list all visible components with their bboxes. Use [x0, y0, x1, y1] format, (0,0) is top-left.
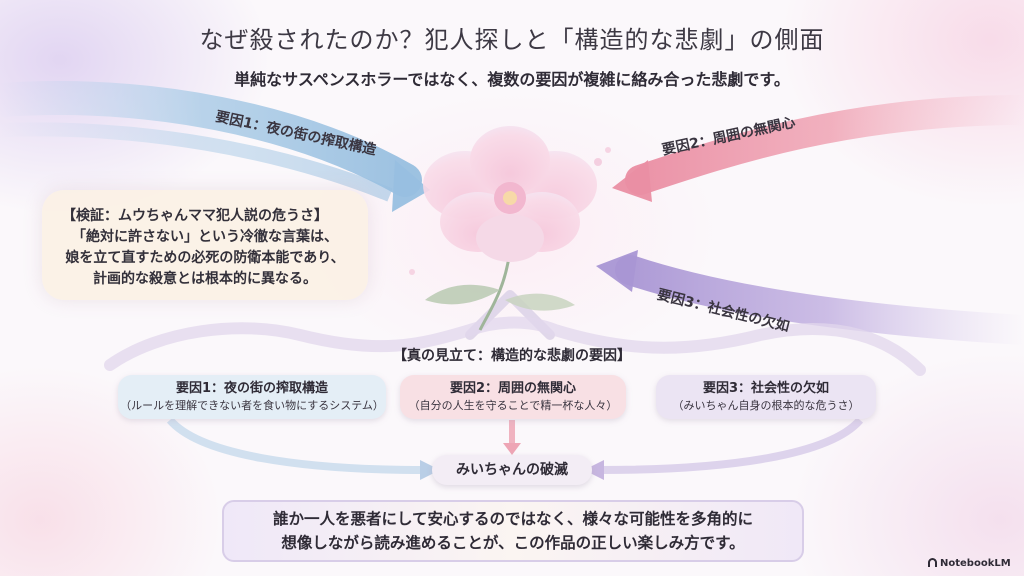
- notebooklm-logo-icon: [928, 558, 937, 567]
- factor-description: （自分の人生を守ることで精一杯な人々）: [408, 399, 618, 412]
- factor-box-3: 要因3：社会性の欠如 （みいちゃん自身の根本的な危うさ）: [656, 375, 876, 419]
- page-subtitle: 単純なサスペンスホラーではなく、複数の要因が複雑に絡み合った悲劇です。: [234, 70, 790, 89]
- verification-note: 【検証：ムウちゃんママ犯人説の危うさ】 「絶対に許さない」という冷徹な言葉は、 …: [42, 190, 368, 300]
- cherry-blossom-illustration: [409, 126, 611, 331]
- conclusion-line-2: 想像しながら読み進めることが、この作品の正しい楽しみ方です。: [281, 534, 745, 552]
- page-title: なぜ殺されたのか？犯人探しと「構造的な悲劇」の側面: [199, 26, 825, 54]
- verification-title: 【検証：ムウちゃんママ犯人説の危うさ】: [62, 208, 328, 224]
- factor-box-1: 要因1：夜の街の搾取構造 （ルールを理解できない者を食い物にするシステム）: [118, 375, 386, 419]
- factor-name: 要因2：周囲の無関心: [449, 381, 577, 396]
- factor-name: 要因1：夜の街の搾取構造: [175, 381, 329, 396]
- core-wave: [104, 316, 926, 376]
- result-node: みいちゃんの破滅: [432, 455, 592, 485]
- ruin-connectors: [166, 417, 864, 480]
- brand-watermark: NotebookLM: [928, 558, 1011, 569]
- factor-box-2: 要因2：周囲の無関心 （自分の人生を守ることで精一杯な人々）: [400, 375, 626, 419]
- flow-arrow-2: [612, 95, 1024, 202]
- verification-line-1: 「絶対に許さない」という冷徹な言葉は、: [72, 229, 338, 245]
- factor-description: （ルールを理解できない者を食い物にするシステム）: [120, 399, 384, 412]
- conclusion-line-1: 誰か一人を悪者にして安心するのではなく、様々な可能性を多角的に: [272, 510, 754, 528]
- verification-line-2: 娘を立て直すための必死の防衛本能であり、: [65, 250, 345, 266]
- flow-arrow-1: [0, 81, 430, 212]
- core-section-title: 【真の見立て：構造的な悲劇の要因】: [393, 348, 631, 364]
- conclusion-box: 誰か一人を悪者にして安心するのではなく、様々な可能性を多角的に 想像しながら読み…: [222, 500, 804, 562]
- factor-description: （みいちゃん自身の根本的な危うさ）: [672, 399, 860, 412]
- flow-arrow-3: [596, 250, 1024, 345]
- verification-line-3: 計画的な殺意とは根本的に異なる。: [93, 271, 317, 287]
- brand-name: NotebookLM: [940, 558, 1011, 569]
- factor-name: 要因3：社会性の欠如: [702, 381, 830, 396]
